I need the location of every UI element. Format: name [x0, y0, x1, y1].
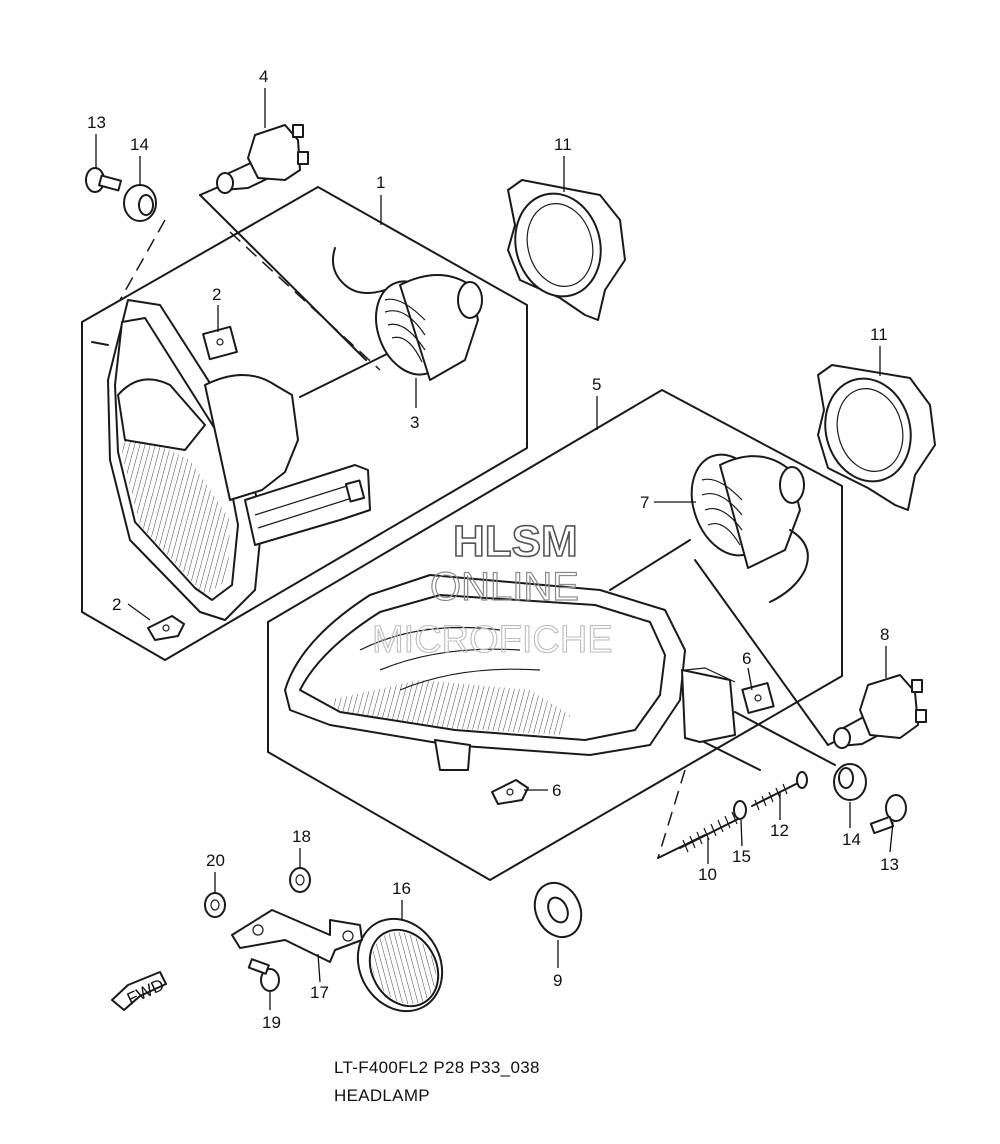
- guide-line: [299, 349, 396, 398]
- callout-14-top: 14: [130, 135, 149, 154]
- watermark-line-2: ONLINE: [430, 565, 579, 609]
- callout-20: 20: [206, 851, 225, 870]
- bulb-socket-7: [690, 453, 809, 603]
- callout-11-top: 11: [554, 135, 572, 154]
- guide-line: [694, 559, 829, 746]
- bulb-socket-3: [332, 247, 483, 381]
- retaining-ring-11-right: [817, 364, 936, 511]
- callout-7: 7: [640, 493, 649, 512]
- callouts: 1 2 2 3 4 5 6 6 7 8 9 10 11 11 12 13 13: [87, 67, 899, 1032]
- callout-15: 15: [732, 847, 751, 866]
- washer-15: [733, 800, 747, 820]
- callout-6-right: 6: [742, 649, 751, 668]
- bulb-8: [833, 674, 927, 749]
- nut-20: [204, 892, 226, 918]
- callout-2-bottom: 2: [112, 595, 121, 614]
- guide-line: [199, 194, 367, 361]
- callout-10: 10: [698, 865, 717, 884]
- bracket-17: [231, 909, 363, 963]
- callout-1: 1: [376, 173, 385, 192]
- dashed-guide: [119, 219, 166, 301]
- guide-line: [91, 341, 109, 346]
- callout-12: 12: [770, 821, 789, 840]
- watermark-line-1: HLSM: [453, 517, 578, 566]
- bulb-4: [216, 124, 309, 194]
- nut-18: [289, 867, 311, 893]
- callout-13-top: 13: [87, 113, 106, 132]
- callout-6-bottom: 6: [552, 781, 561, 800]
- callout-11-right: 11: [870, 325, 888, 344]
- callout-8: 8: [880, 625, 889, 644]
- callout-16: 16: [392, 879, 411, 898]
- wire: [332, 247, 386, 295]
- callout-9: 9: [553, 971, 562, 990]
- reflector-16: [356, 917, 444, 1013]
- callout-14-right: 14: [842, 830, 861, 849]
- adjuster-screw-12: [751, 771, 808, 811]
- clip-6-bottom: [491, 779, 529, 805]
- guide-line: [734, 711, 836, 766]
- callout-2-top: 2: [212, 285, 221, 304]
- callout-4: 4: [259, 67, 268, 86]
- wire: [769, 529, 809, 603]
- screw-13-right: [869, 794, 907, 835]
- callout-3: 3: [410, 413, 419, 432]
- callout-5: 5: [592, 375, 601, 394]
- dashed-guide: [229, 231, 381, 371]
- watermark-line-3: MICROFICHE: [372, 619, 613, 661]
- clip-2-bottom: [147, 615, 185, 641]
- headlamp-housing-left: [107, 299, 371, 621]
- grommet-14-top: [123, 184, 157, 222]
- diagram-title: HEADLAMP: [334, 1086, 430, 1105]
- cushion-9: [533, 881, 583, 939]
- callout-13-right: 13: [880, 855, 899, 874]
- guide-line: [609, 539, 691, 591]
- clip-2-top: [202, 325, 238, 361]
- headlamp-housing-right: [284, 574, 736, 771]
- watermark: HLSM ONLINE MICROFICHE: [371, 516, 613, 661]
- fwd-arrow-icon: FWD: [111, 971, 167, 1011]
- callout-17: 17: [310, 983, 329, 1002]
- dashed-guide: [657, 769, 686, 859]
- clip-6-right: [741, 682, 775, 714]
- diagram-code: LT-F400FL2 P28 P33_038: [334, 1058, 540, 1077]
- bolt-19: [247, 958, 280, 992]
- callout-18: 18: [292, 827, 311, 846]
- screw-13-top: [85, 167, 122, 193]
- spring-10: [679, 811, 741, 853]
- grommet-14-right: [833, 763, 867, 801]
- callout-19: 19: [262, 1013, 281, 1032]
- retaining-ring-11-top: [507, 179, 626, 321]
